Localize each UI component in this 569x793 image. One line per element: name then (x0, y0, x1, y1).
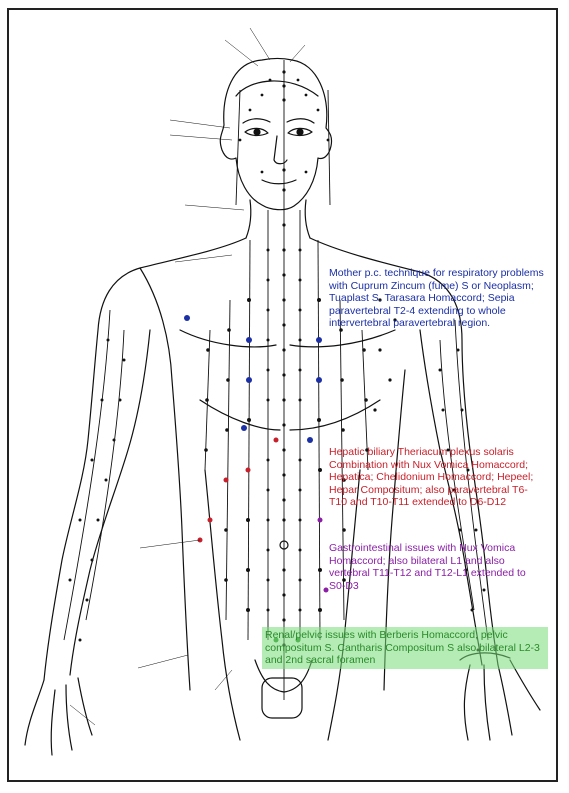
renal-annotation: Renal/pelvic issues with Berberis Homacc… (262, 627, 548, 669)
respiratory-annotation: Mother p.c. technique for respiratory pr… (329, 267, 544, 330)
label-leader-lines (70, 28, 305, 725)
meridian-lines (64, 60, 488, 700)
gastrointestinal-annotation: Gastrointestinal issues with Nux Vomica … (329, 542, 544, 592)
hepatic-annotation: Hepatic biliary Theriacum plexus solaris… (329, 446, 544, 509)
